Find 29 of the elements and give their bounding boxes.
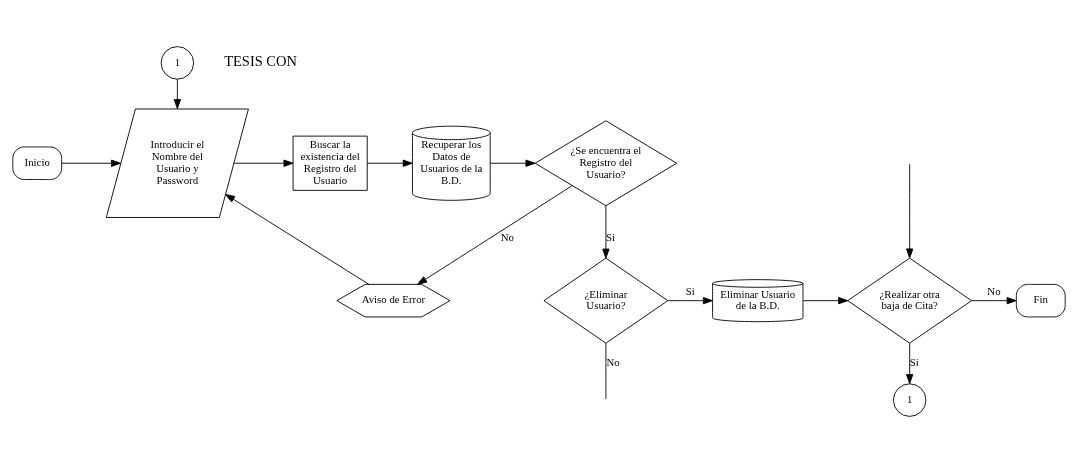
node-box: Buscar la existencia del Registro del Usuario <box>292 135 368 191</box>
arrow <box>971 297 1017 305</box>
arrow <box>489 159 536 167</box>
arrow <box>802 297 849 305</box>
arrow <box>366 159 413 167</box>
node-diamond: ¿Eliminar Usuario? <box>543 257 669 344</box>
arrow <box>233 159 294 167</box>
arrow <box>173 78 181 110</box>
edge-label: No <box>500 230 514 243</box>
node-circle: 1 <box>892 383 927 417</box>
node-circle: 1 <box>160 46 195 80</box>
node-box: Inicio <box>12 146 63 180</box>
edge-label: Si <box>605 230 615 243</box>
edge-label: Si <box>909 356 919 369</box>
edge-label: No <box>987 284 1001 297</box>
arrow <box>61 159 121 167</box>
arrow <box>906 163 914 259</box>
node-box: Fin <box>1015 283 1066 318</box>
connector <box>605 342 607 400</box>
edge-label: Si <box>685 284 695 297</box>
label: TESIS CON <box>224 53 297 70</box>
node-diamond: ¿Realizar otra baja de Cita? <box>847 257 973 344</box>
node-diamond: ¿Se encuentra el Registro del Usuario? <box>534 120 678 207</box>
edge-label: No <box>606 356 620 369</box>
arrow <box>906 342 914 385</box>
arrow <box>667 297 713 305</box>
arrow <box>602 205 610 259</box>
arrow <box>417 185 573 285</box>
arrow <box>225 193 370 285</box>
